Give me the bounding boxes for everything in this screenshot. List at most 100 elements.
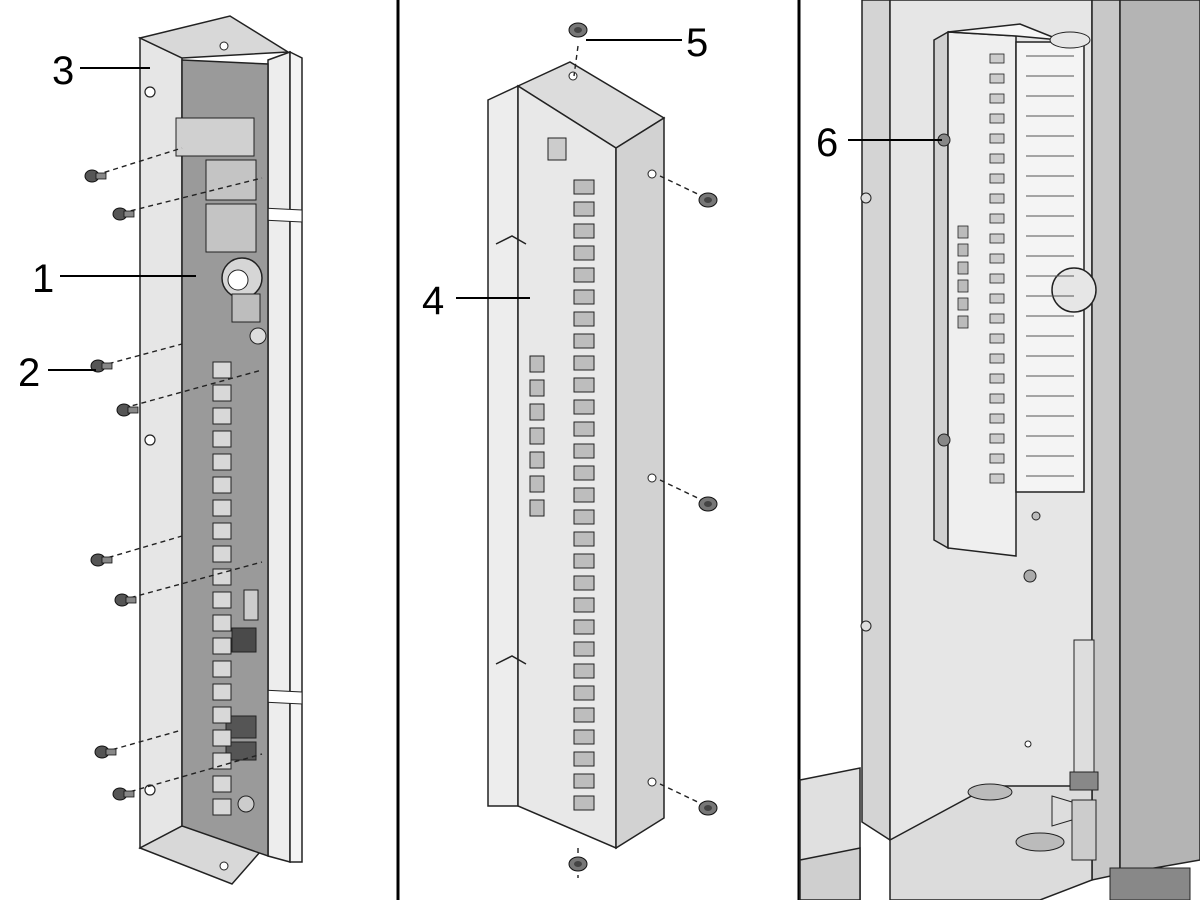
cover-window xyxy=(573,509,595,525)
terminal-connector xyxy=(957,225,969,239)
cover-window xyxy=(573,685,595,701)
cover-window xyxy=(573,465,595,481)
terminal-connector xyxy=(989,473,1005,484)
cover-screws xyxy=(568,22,718,878)
callout-4: 4 xyxy=(422,279,444,323)
terminal-connector xyxy=(989,193,1005,204)
screw-icon xyxy=(568,22,588,38)
cover-window xyxy=(573,663,595,679)
cover-window xyxy=(529,403,545,421)
terminal-connector xyxy=(989,373,1005,384)
terminal-connector xyxy=(957,279,969,293)
pcb-connector xyxy=(212,614,232,632)
pcb-connector xyxy=(212,706,232,724)
cover-window xyxy=(529,499,545,517)
callout-1: 1 xyxy=(32,257,54,301)
screw-icon xyxy=(698,496,718,512)
pcb-connector xyxy=(212,545,232,563)
terminal-connector xyxy=(989,173,1005,184)
pcb-connector xyxy=(212,568,232,586)
cover-window xyxy=(529,355,545,373)
enclosure-frame xyxy=(137,15,303,885)
cover-window xyxy=(573,421,595,437)
panel-cover-mounting: 5 4 xyxy=(422,21,718,878)
cover-connector-windows xyxy=(529,179,595,811)
cover-window xyxy=(573,729,595,745)
cover-window xyxy=(529,379,545,397)
cover-window xyxy=(573,553,595,569)
pcb-connector-group xyxy=(212,361,232,816)
pcb-connector xyxy=(212,453,232,471)
pcb-connector xyxy=(212,522,232,540)
pcb-connector xyxy=(212,660,232,678)
screw-icon xyxy=(84,169,107,183)
terminal-connector xyxy=(957,297,969,311)
terminal-connector xyxy=(957,243,969,257)
cover-window xyxy=(573,311,595,327)
cover-window xyxy=(573,619,595,635)
terminal-connector xyxy=(989,293,1005,304)
pcb-connector xyxy=(212,637,232,655)
terminal-connector xyxy=(989,433,1005,444)
screw-icon xyxy=(112,207,135,221)
panel-installed-unit: 6 xyxy=(799,0,1200,900)
terminal-connector xyxy=(989,453,1005,464)
mounting-screws xyxy=(84,147,263,801)
cover-window xyxy=(573,377,595,393)
cover-window xyxy=(573,575,595,591)
terminal-connector xyxy=(989,233,1005,244)
cover-window xyxy=(573,531,595,547)
terminal-connector xyxy=(989,73,1005,84)
cover-window xyxy=(573,289,595,305)
cover-window xyxy=(573,267,595,283)
terminal-connector xyxy=(989,313,1005,324)
terminal-connector xyxy=(989,393,1005,404)
callout-6: 6 xyxy=(816,121,838,165)
terminal-connector xyxy=(989,153,1005,164)
terminal-connector xyxy=(989,253,1005,264)
pcb-connector xyxy=(212,476,232,494)
cover-window xyxy=(529,475,545,493)
terminal-connector xyxy=(989,273,1005,284)
terminal-connector xyxy=(989,213,1005,224)
screw-icon xyxy=(114,593,137,607)
pcb-connector xyxy=(212,729,232,747)
pcb-connector xyxy=(212,683,232,701)
terminal-connector xyxy=(957,261,969,275)
cover-window xyxy=(573,333,595,349)
cover-window xyxy=(573,795,595,811)
pcb-connector xyxy=(212,775,232,793)
cover-window xyxy=(573,245,595,261)
terminal-connector xyxy=(989,53,1005,64)
terminal-connector xyxy=(989,133,1005,144)
pcb-connector xyxy=(212,499,232,517)
cover-window xyxy=(573,751,595,767)
cover-window xyxy=(573,201,595,217)
pcb-connector xyxy=(212,752,232,770)
terminal-connector xyxy=(989,413,1005,424)
terminal-connector xyxy=(989,333,1005,344)
pcb-connector xyxy=(212,384,232,402)
cover-window xyxy=(573,443,595,459)
pcb-connector xyxy=(212,361,232,379)
terminal-connector xyxy=(957,315,969,329)
cover-window xyxy=(573,179,595,195)
terminal-connector xyxy=(989,113,1005,124)
screw-icon xyxy=(568,856,588,872)
callout-3: 3 xyxy=(52,49,74,93)
pcb-connector xyxy=(212,798,232,816)
screw-icon xyxy=(698,192,718,208)
screw-icon xyxy=(116,403,139,417)
pipe-and-valve xyxy=(1051,639,1191,900)
terminal-connector xyxy=(989,93,1005,104)
screw-icon xyxy=(112,787,135,801)
cover-window xyxy=(529,451,545,469)
cover-window xyxy=(573,223,595,239)
panel-board-mounting: 3 1 2 xyxy=(18,15,303,885)
cover-window xyxy=(573,773,595,789)
pcb-connector xyxy=(212,407,232,425)
pcb-connector xyxy=(212,591,232,609)
screw-icon xyxy=(90,553,113,567)
callout-5: 5 xyxy=(686,21,708,65)
